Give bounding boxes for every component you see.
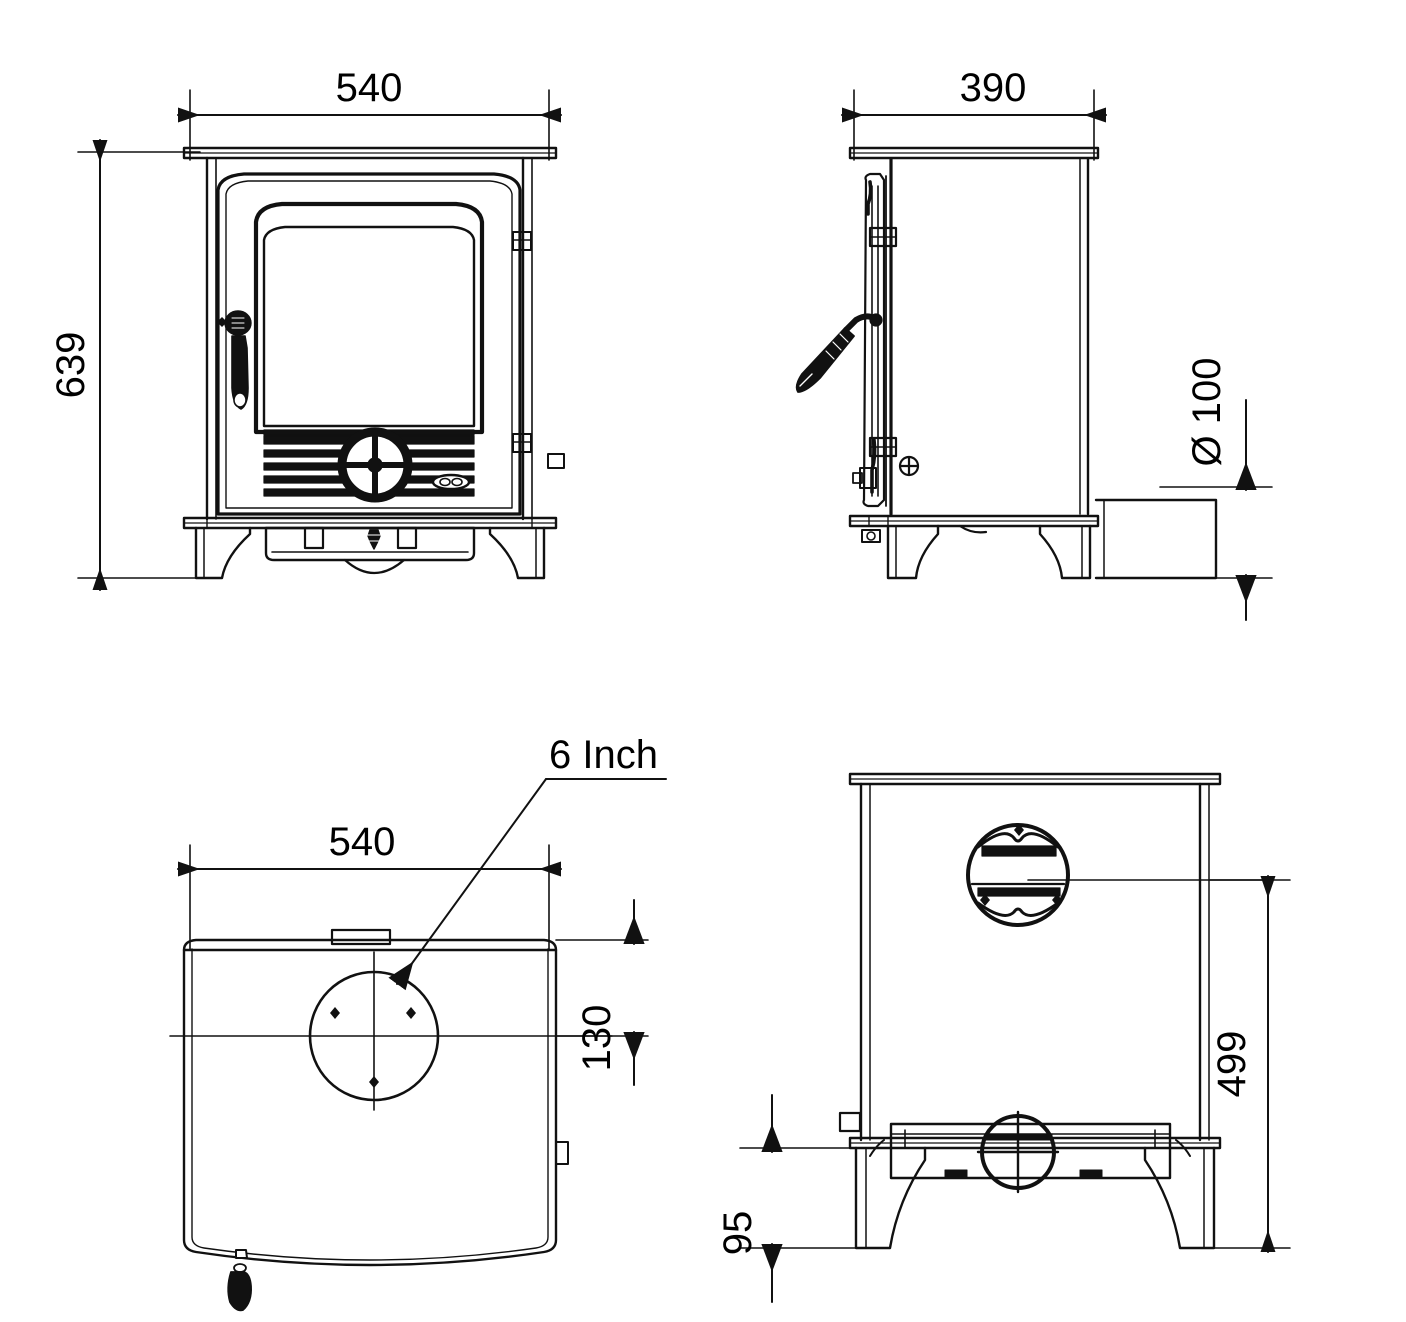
front-door-handle[interactable]	[217, 310, 252, 410]
rear-flue-outlet	[966, 823, 1271, 927]
front-top-plate	[182, 146, 558, 160]
top-rear-tab	[330, 928, 392, 946]
top-flue-circle	[308, 970, 440, 1102]
top-side-tab	[555, 1141, 569, 1165]
front-base-plate	[182, 516, 558, 530]
side-base-plate	[848, 514, 1100, 528]
dimension-side-depth: 390	[841, 66, 1107, 161]
front-body-frame	[205, 156, 533, 521]
dimension-rear-leg-height: 95	[716, 1094, 867, 1303]
dim-label-side-depth: 390	[960, 66, 1027, 110]
dim-label-front-width: 540	[336, 66, 403, 110]
front-door-glass	[253, 201, 485, 435]
callout-flue-size: 6 Inch	[388, 733, 667, 991]
side-body-panel	[889, 157, 1090, 516]
side-hinge-upper	[868, 226, 898, 248]
rear-side-tab	[838, 1111, 862, 1133]
front-door-hinge-upper	[512, 231, 532, 251]
side-fixing-screw	[898, 455, 920, 477]
dimension-top-width: 540	[177, 820, 562, 951]
front-right-leg	[488, 526, 546, 580]
side-base-fitting	[861, 524, 988, 543]
front-air-control-wheel[interactable]	[337, 427, 413, 503]
front-door-hinge-lower	[512, 433, 532, 453]
rear-elevation-view: 499 95	[716, 772, 1291, 1303]
side-rear-flue-spigot	[1094, 498, 1218, 580]
dim-label-side-flue-diameter: Ø 100	[1185, 358, 1229, 467]
dimension-side-flue-diameter: Ø 100	[1159, 358, 1273, 621]
rear-body-panel	[859, 782, 1210, 1142]
front-left-leg	[194, 526, 252, 580]
side-top-plate	[848, 146, 1100, 160]
dimension-front-height: 639	[49, 139, 201, 591]
dim-label-top-width: 540	[329, 820, 396, 864]
front-badge	[431, 473, 471, 491]
dim-label-rear-flue-height: 499	[1210, 1031, 1254, 1098]
rear-left-leg	[854, 1146, 927, 1250]
dim-label-rear-leg-height: 95	[716, 1211, 760, 1256]
rear-top-plate	[848, 772, 1222, 786]
callout-label-flue-size: 6 Inch	[549, 733, 658, 777]
side-rear-leg	[1038, 524, 1092, 580]
side-front-leg	[886, 524, 940, 580]
front-ash-pan	[264, 526, 476, 574]
dim-label-front-height: 639	[49, 332, 93, 399]
front-elevation-view: 540 639	[49, 66, 565, 591]
top-centre-lines	[169, 951, 613, 1111]
dimension-top-offset: 130	[555, 899, 649, 1086]
side-elevation-view: 390	[795, 66, 1273, 621]
front-door[interactable]	[216, 172, 522, 516]
front-latch-pin	[547, 453, 565, 469]
top-front-handle[interactable]	[227, 1249, 252, 1312]
rear-flue-spigot	[869, 1110, 1191, 1194]
side-hinge-lower	[852, 436, 898, 489]
rear-right-leg	[1143, 1146, 1216, 1250]
dimension-rear-flue-height: 499	[1209, 875, 1291, 1253]
top-plan-view: 540 6 Inch	[169, 733, 667, 1312]
dim-label-top-offset: 130	[575, 1005, 619, 1072]
top-plate-outline	[182, 938, 558, 1267]
side-door-handle[interactable]	[795, 313, 883, 393]
dimension-front-width: 540	[177, 66, 562, 161]
